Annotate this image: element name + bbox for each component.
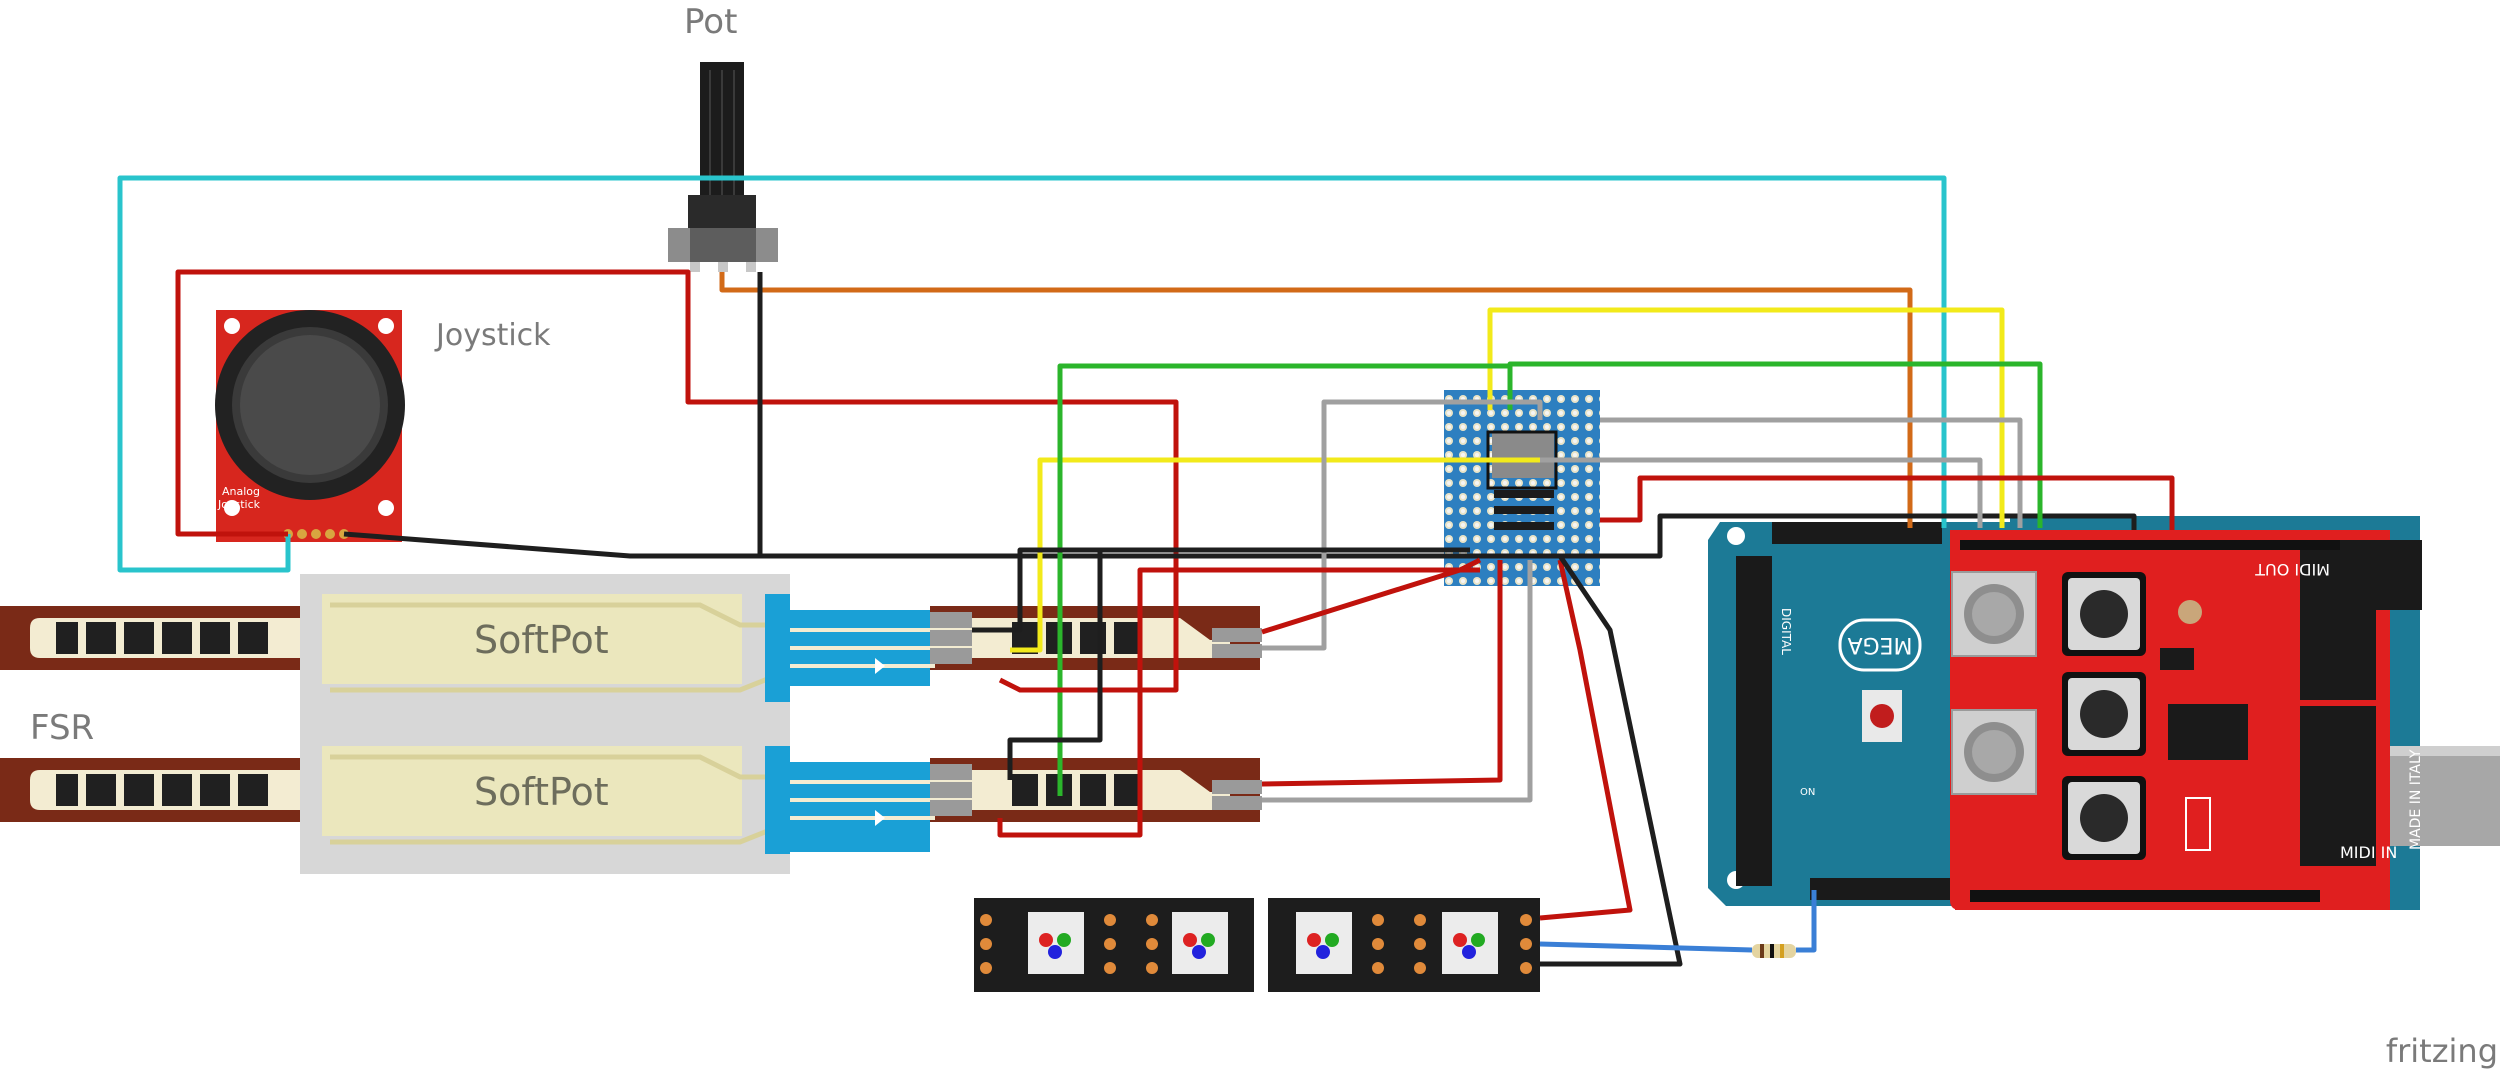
wire-red-shield-5v	[1600, 475, 2175, 530]
wire-red-led	[1539, 559, 1633, 921]
midi-shield-board: MIDI OUT MIDI IN MADE IN ITALY	[1950, 516, 2500, 910]
led-strip	[974, 898, 1540, 992]
wire-green-2	[1057, 363, 1510, 796]
fsr-label: FSR	[30, 708, 95, 748]
resistor	[1752, 944, 1796, 958]
svg-text:MEGA: MEGA	[1848, 632, 1913, 657]
svg-text:MADE IN ITALY: MADE IN ITALY	[2408, 749, 2424, 850]
led-pixel-2	[1172, 912, 1228, 974]
led-pixel-1	[1028, 912, 1084, 974]
fsr-connector-2	[1212, 780, 1262, 810]
perfboard	[1444, 390, 1600, 586]
fsr-sensor-1	[0, 606, 300, 670]
softpot-sensor-1	[300, 574, 972, 726]
svg-text:MIDI OUT: MIDI OUT	[2255, 560, 2330, 579]
wire-red-softpot-2	[1261, 560, 1503, 787]
pot-label: Pot	[684, 2, 738, 42]
fsr-connector-1	[1212, 628, 1262, 658]
fritzing-watermark: fritzing	[2385, 1032, 2498, 1070]
softpot-1-label: SoftPot	[474, 618, 609, 662]
wire-black-led-gnd	[1540, 554, 1683, 967]
svg-text:ON: ON	[1800, 787, 1815, 798]
wire-gray-1	[1262, 399, 1543, 651]
svg-text:Analog: Analog	[222, 485, 260, 498]
wires	[117, 175, 2175, 967]
wire-black-joystick-gnd	[343, 513, 2137, 559]
wire-red-fsr	[997, 567, 1480, 838]
wire-gray-4	[1262, 560, 1533, 803]
wire-gray-2	[1600, 417, 2023, 528]
fsr-sensor-1-tail	[930, 606, 1260, 670]
svg-text:DIGITAL: DIGITAL	[1779, 608, 1793, 655]
wire-yellow-2	[1010, 457, 1540, 653]
softpot-2-label: SoftPot	[474, 770, 609, 814]
svg-text:MIDI IN: MIDI IN	[2340, 843, 2397, 862]
wire-black-perf-1	[972, 547, 1470, 633]
wire-blue-resistor	[1796, 890, 1817, 953]
wire-black-perf-2	[1007, 550, 1103, 780]
wire-gray-3	[1540, 457, 1983, 528]
softpot-sensor-2	[300, 726, 972, 874]
led-pixel-3	[1296, 912, 1352, 974]
wire-blue-led-data	[1539, 941, 1753, 953]
arduino-mega-board: MEGA DIGITAL ON	[1708, 522, 2010, 906]
svg-text:Joystick: Joystick	[217, 498, 261, 511]
led-pixel-4	[1442, 912, 1498, 974]
fsr-sensor-2-tail	[930, 758, 1260, 822]
wire-red-joystick-vcc	[175, 269, 1179, 560]
joystick-breakout: Analog Joystick	[215, 310, 405, 542]
joystick-label: Joystick	[436, 318, 551, 353]
potentiometer	[668, 62, 778, 272]
fsr-sensor-2	[0, 758, 300, 822]
wire-orange-pot-wiper	[719, 272, 1913, 528]
wire-green-1	[1507, 361, 2043, 528]
wire-cyan	[117, 175, 1947, 573]
